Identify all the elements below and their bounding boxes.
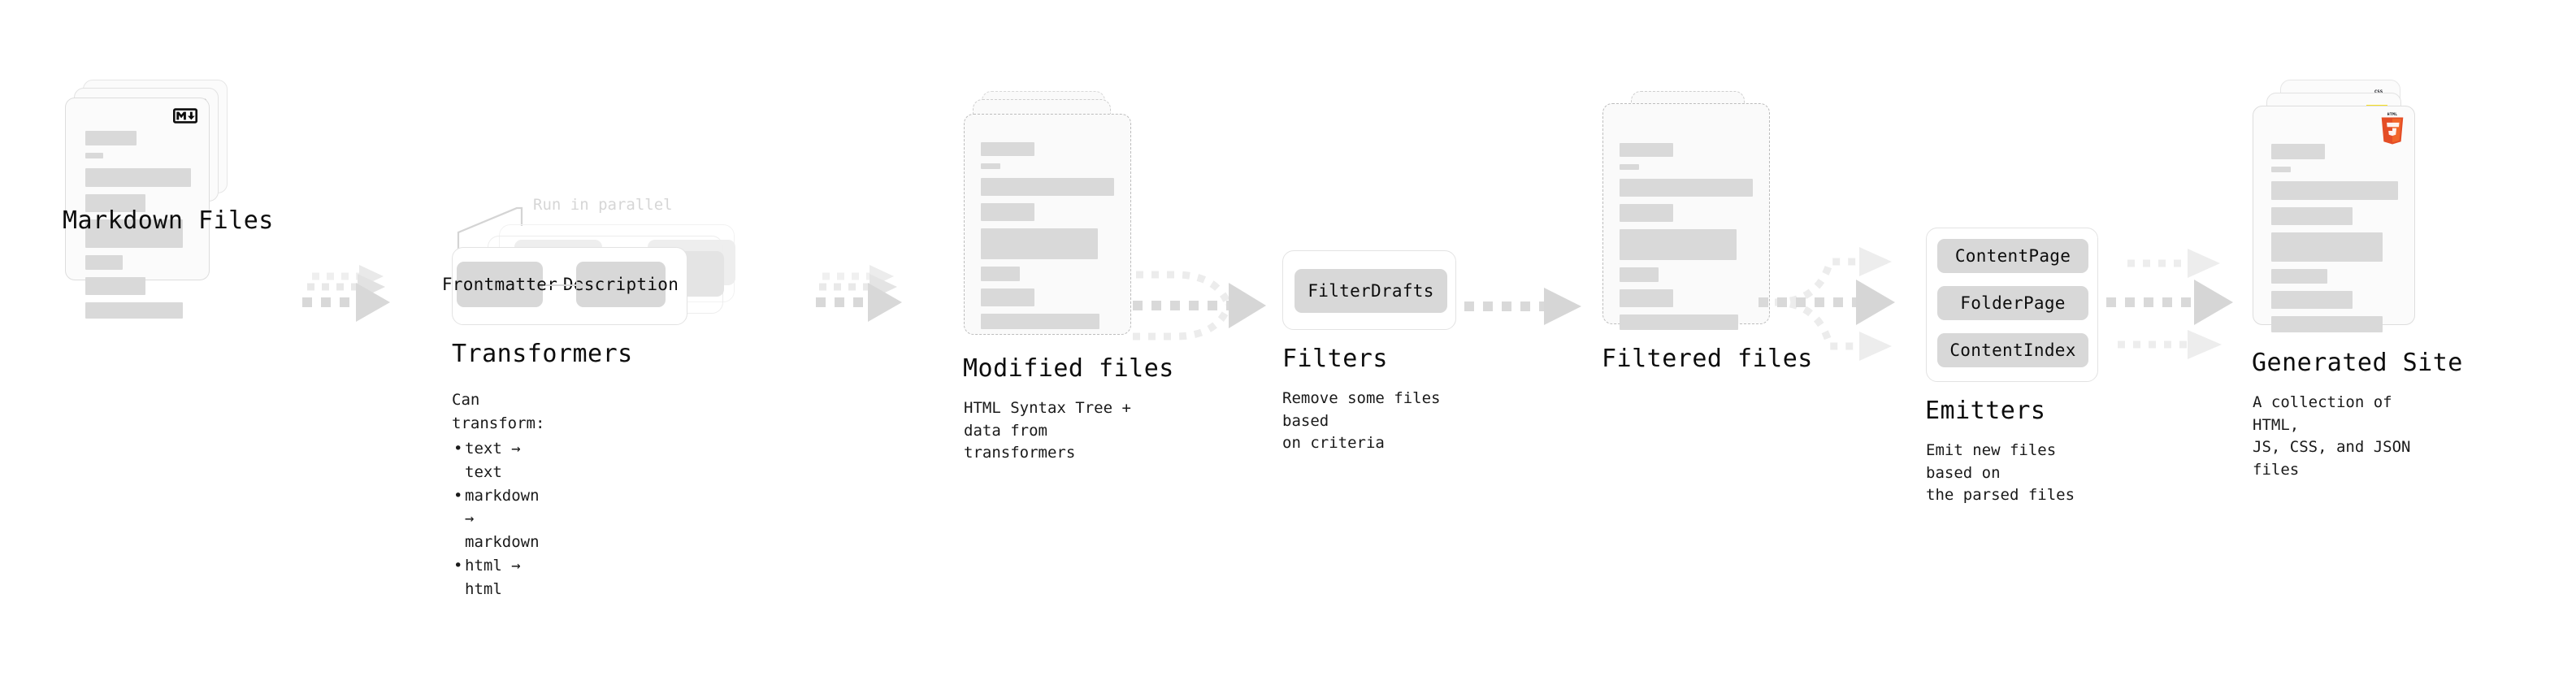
plugin-pill-frontmatter[interactable]: Frontmatter (442, 262, 557, 307)
skeleton-bar (1620, 314, 1738, 330)
skeleton-bar (1620, 143, 1673, 157)
skeleton-bar (2271, 144, 2325, 159)
run-in-parallel-bracket (457, 206, 523, 250)
skeleton-bar (1620, 179, 1753, 197)
skeleton-bar (85, 277, 145, 295)
skeleton-bar (981, 267, 1020, 281)
connector-modified-to-filters (1133, 262, 1279, 351)
filtered-file-stack (1602, 91, 1789, 330)
skeleton-bar (981, 178, 1114, 196)
skeleton-bar (2271, 232, 2383, 262)
transformers-list-lead: Can transform: (452, 391, 545, 432)
skeleton-content (2271, 144, 2398, 340)
skeleton-content (85, 131, 191, 326)
skeleton-bar (85, 302, 183, 319)
plugin-pill-folderpage[interactable]: FolderPage (1937, 286, 2088, 320)
skeleton-bar (981, 142, 1034, 156)
skeleton-bar (1620, 204, 1673, 222)
skeleton-bar (981, 314, 1099, 329)
skeleton-bar (981, 163, 1000, 169)
skeleton-bar (85, 194, 145, 212)
svg-text:HTML: HTML (2387, 112, 2398, 117)
stage-label-emitters: Emitters (1925, 397, 2046, 425)
skeleton-bar (85, 131, 137, 145)
plugin-pill-contentpage[interactable]: ContentPage (1937, 239, 2088, 273)
skeleton-bar (85, 219, 183, 248)
skeleton-bar (2271, 269, 2327, 284)
skeleton-bar (1620, 267, 1659, 282)
html5-icon: HTML (2379, 111, 2406, 145)
stage-markdown-files: Markdown Files (63, 80, 273, 319)
skeleton-bar (2271, 181, 2398, 200)
stage-desc-modified-files: HTML Syntax Tree + data from transformer… (964, 399, 1131, 462)
plugin-pill-contentindex[interactable]: ContentIndex (1937, 333, 2088, 367)
skeleton-bar (1620, 164, 1639, 170)
skeleton-bar (1620, 229, 1737, 260)
stage-label-filtered-files: Filtered files (1602, 345, 1813, 373)
stage-label-markdown-files: Markdown Files (63, 206, 274, 235)
skeleton-bar (2271, 316, 2383, 332)
stage-desc-generated-site: A collection of HTML, JS, CSS, and JSON … (2253, 393, 2411, 479)
stage-desc-filters: Remove some files based on criteria (1282, 389, 1441, 453)
transformer-box-front: Frontmatter Description (442, 247, 687, 325)
stage-label-generated-site: Generated Site (2252, 349, 2463, 377)
connector-filtered-to-emitters (1759, 236, 1926, 370)
connector-filters-to-filtered (1463, 286, 1585, 335)
stage-emitters: ContentPage FolderPage ContentIndex Emit… (1925, 228, 2098, 504)
skeleton-bar (981, 228, 1099, 259)
stage-filtered-files: Filtered files (1602, 91, 1812, 372)
stage-modified-files: Modified files HTML Syntax Tree + data f… (963, 91, 1173, 462)
stage-desc-emitters: Emit new files based on the parsed files (1926, 441, 2075, 505)
generated-site-stack: CSS HTML (2253, 80, 2439, 332)
connector-emitters-to-site (2106, 237, 2251, 367)
plugin-pill-description[interactable]: Description (563, 262, 679, 307)
filters-box: FilterDrafts (1282, 250, 1456, 330)
modified-file-card-front (964, 114, 1131, 335)
plugin-pill-filterdrafts[interactable]: FilterDrafts (1295, 269, 1447, 313)
skeleton-bar (85, 168, 191, 187)
skeleton-content (1620, 143, 1753, 337)
emitters-box: ContentPage FolderPage ContentIndex (1926, 228, 2098, 382)
modified-file-stack (964, 91, 1151, 335)
markdown-file-stack (65, 80, 244, 319)
skeleton-bar (2271, 207, 2353, 225)
filtered-file-card-front (1602, 103, 1770, 330)
stage-label-filters: Filters (1282, 345, 1388, 373)
skeleton-bar (2271, 167, 2291, 172)
stage-generated-site: CSS HTML (2252, 80, 2462, 479)
stage-label-modified-files: Modified files (963, 354, 1174, 383)
skeleton-bar (981, 288, 1034, 306)
transformers-capability-list: Can transform: text → text markdown → ma… (452, 388, 544, 601)
stage-filters: FilterDrafts Filters Remove some files b… (1282, 250, 1456, 452)
skeleton-bar (981, 203, 1034, 221)
svg-text:CSS: CSS (2374, 90, 2383, 95)
transform-item: text → text (452, 437, 544, 484)
skeleton-bar (1620, 289, 1673, 307)
stage-label-transformers: Transformers (452, 340, 633, 368)
skeleton-bar (85, 153, 103, 158)
transformer-chain-arrow (545, 281, 586, 289)
connector-transformers-to-modified (816, 265, 918, 341)
generated-file-card-html: HTML (2253, 106, 2415, 332)
markdown-icon (173, 108, 197, 124)
transform-item: markdown → markdown (452, 484, 544, 555)
transform-item: html → html (452, 554, 544, 601)
run-in-parallel-label: Run in parallel (533, 196, 673, 214)
connector-markdown-to-transformers (302, 265, 400, 341)
skeleton-bar (2271, 291, 2353, 309)
skeleton-content (981, 142, 1114, 336)
skeleton-bar (85, 255, 123, 270)
markdown-file-card-front (65, 98, 210, 319)
